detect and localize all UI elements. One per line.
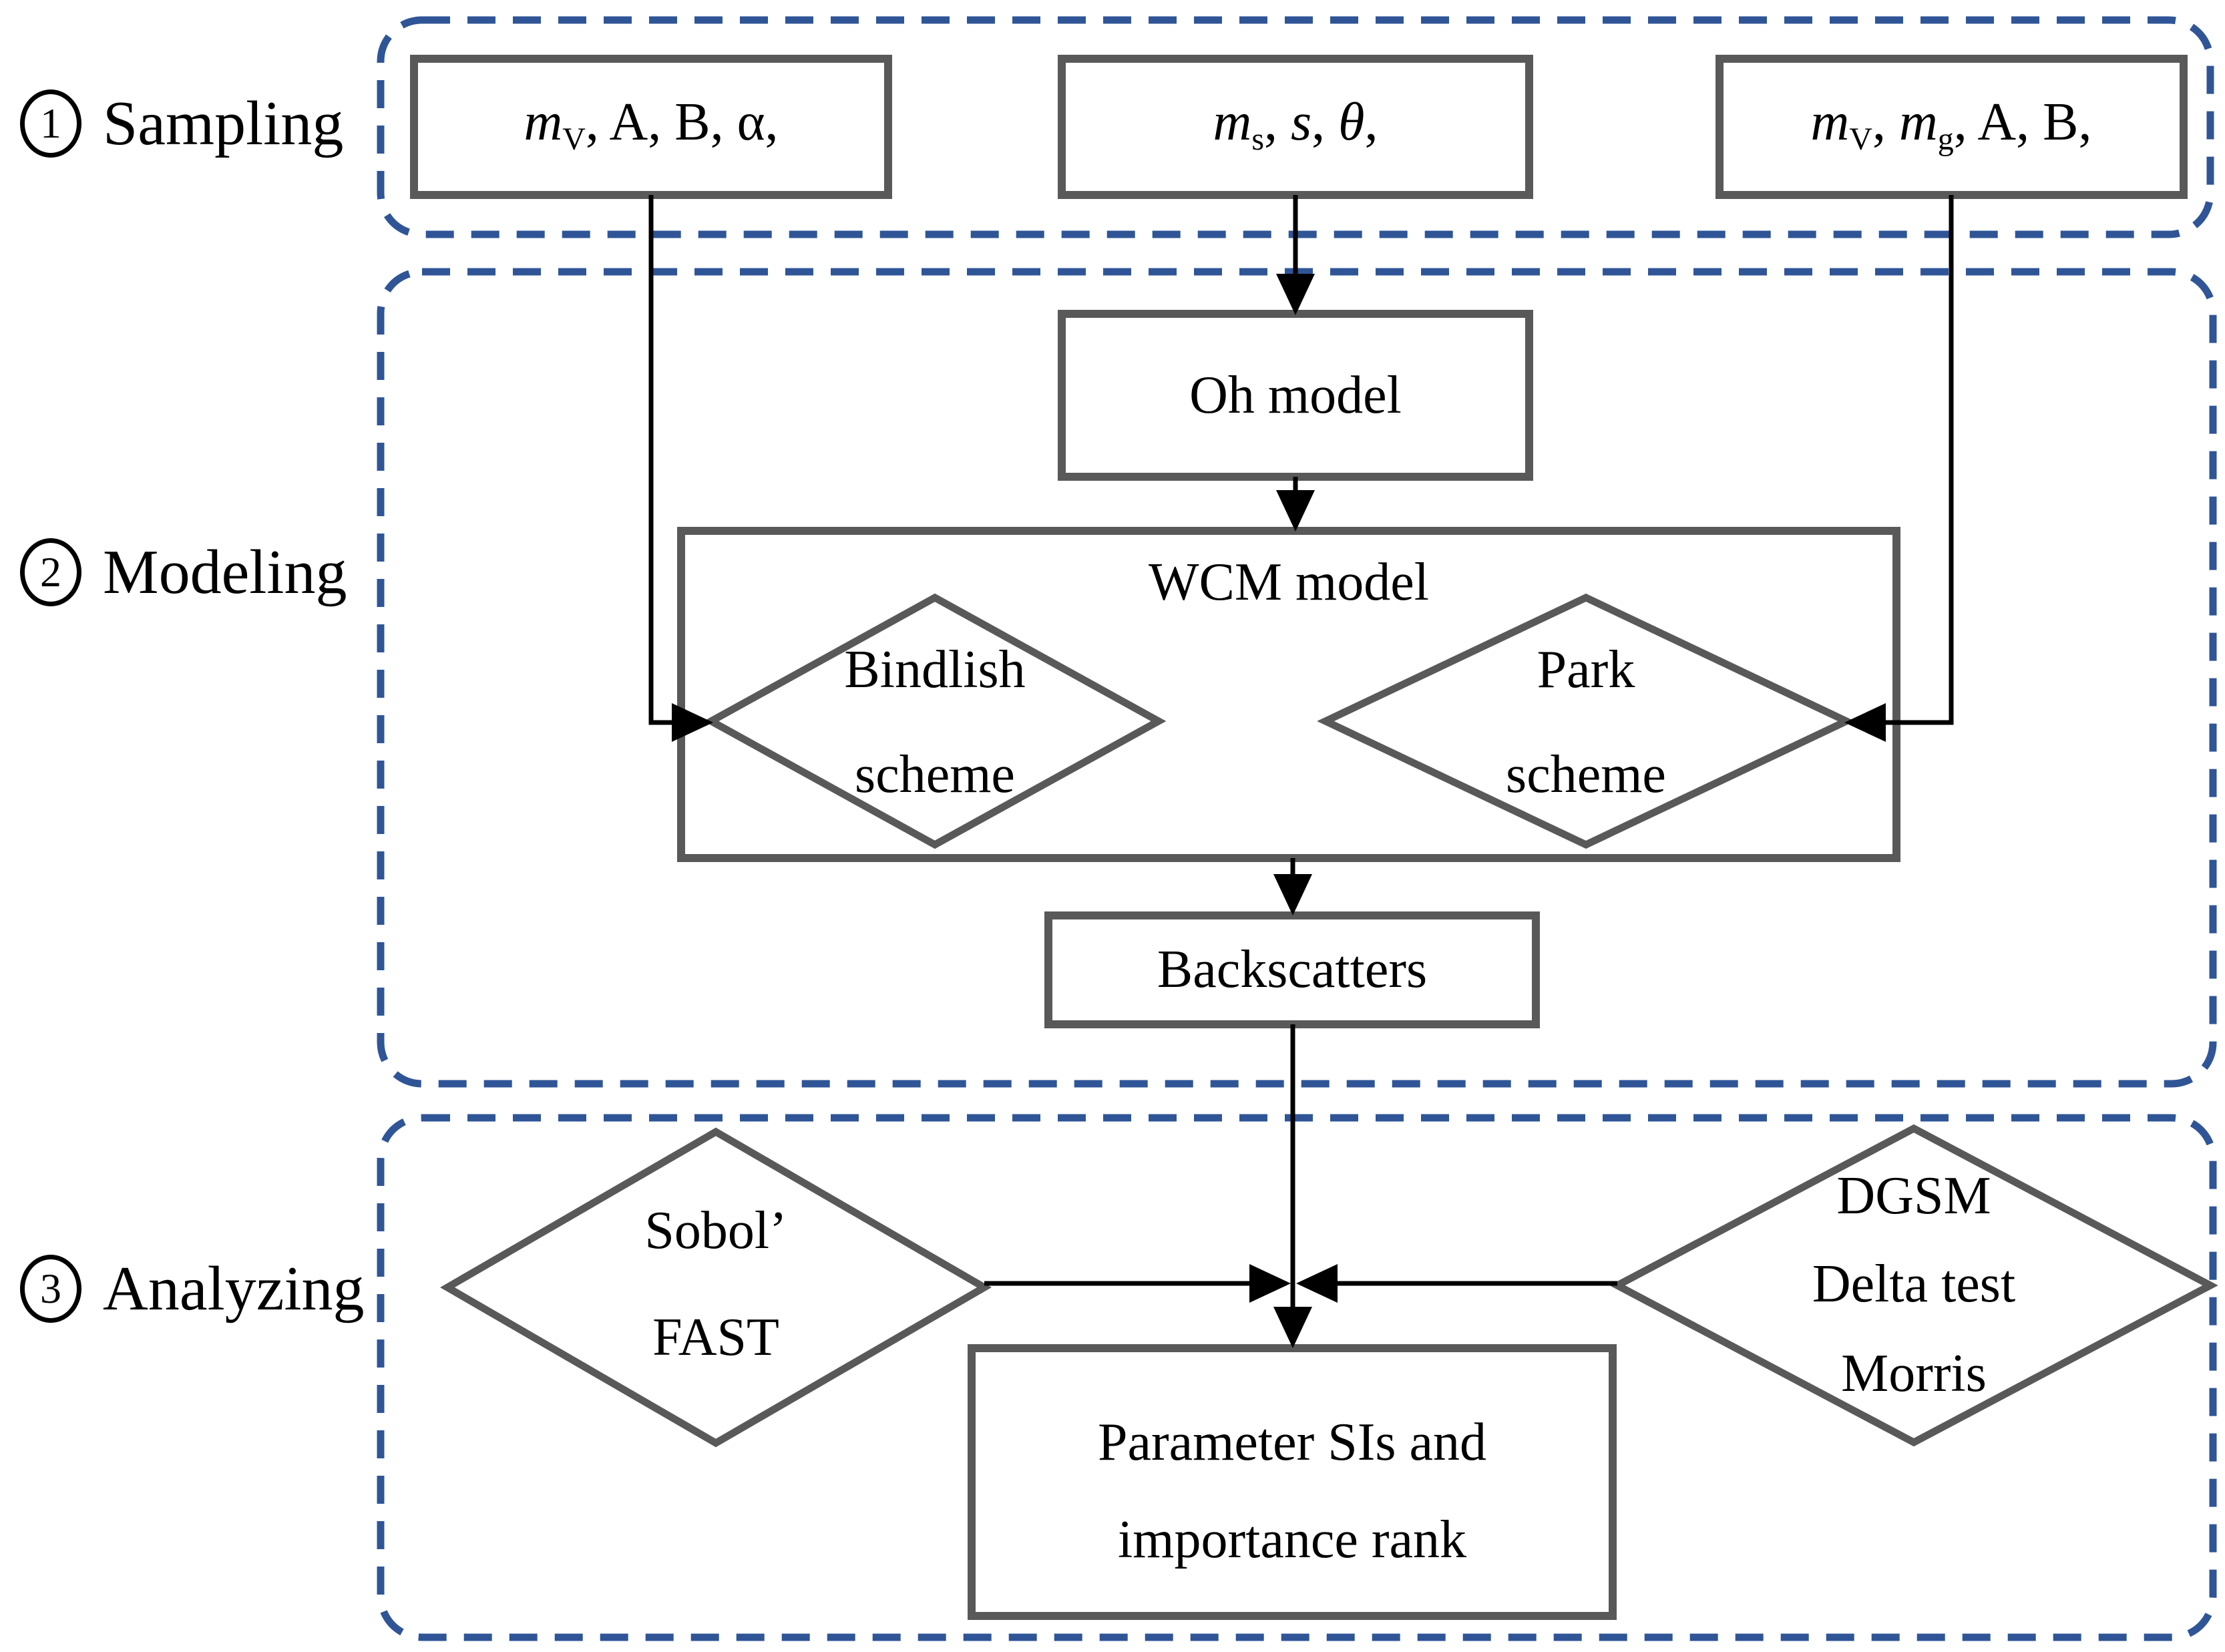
arrowhead-junction-left: [1249, 1264, 1291, 1303]
stage-label-modeling: 2 Modeling: [20, 536, 347, 608]
sobol-diamond: [440, 1127, 992, 1448]
stage-number-circle-3: 3: [20, 1255, 81, 1323]
param-box-1-label: mV, A, B, α,: [524, 92, 779, 158]
park-label-line-2: scheme: [1506, 745, 1666, 804]
stage-label-text-analyzing: Analyzing: [103, 1254, 365, 1323]
arrowhead-result-top: [1273, 1307, 1312, 1348]
backscatters-label: Backscatters: [1157, 940, 1428, 999]
dgsm-label-line-1: DGSM: [1836, 1167, 1991, 1225]
sobol-label-line-1: Sobol’: [644, 1201, 787, 1260]
arrowhead-backscatters-top: [1273, 874, 1312, 915]
analyzing-container: [377, 1114, 2217, 1641]
park-label-line-1: Park: [1537, 640, 1635, 699]
result-label-line-1: Parameter SIs and: [1097, 1413, 1487, 1472]
arrowhead-park-right: [1844, 703, 1886, 742]
arrowhead-bindlish-left: [672, 703, 713, 742]
param-box-2-label: ms, s, θ,: [1213, 92, 1378, 158]
oh-model-box: [1058, 310, 1533, 481]
dgsm-diamond: [1609, 1124, 2218, 1447]
stage-number-2: 2: [40, 548, 61, 596]
stage-number-circle-1: 1: [20, 89, 81, 158]
stage-label-sampling: 1 Sampling: [20, 87, 343, 160]
dgsm-label-line-2: Delta test: [1812, 1255, 2016, 1313]
dgsm-label-line-3: Morris: [1841, 1344, 1987, 1403]
bindlish-diamond: [703, 593, 1167, 849]
bindlish-label-line-1: Bindlish: [844, 640, 1026, 699]
stage-number-3: 3: [40, 1265, 61, 1312]
oh-model-label: Oh model: [1189, 366, 1402, 425]
stage-label-text-sampling: Sampling: [103, 89, 344, 158]
result-box: [968, 1344, 1617, 1620]
connector-box1-to-bindlish: [648, 195, 674, 725]
backscatters-box: [1044, 911, 1540, 1028]
wcm-model-label: WCM model: [1149, 553, 1429, 612]
stage-label-text-modeling: Modeling: [103, 538, 347, 607]
arrowhead-junction-right: [1296, 1264, 1338, 1303]
result-label-line-2: importance rank: [1118, 1510, 1466, 1569]
arrowhead-oh-top: [1276, 274, 1315, 315]
bindlish-label-line-2: scheme: [855, 745, 1015, 804]
arrowhead-wcm-top: [1276, 490, 1315, 532]
stage-label-analyzing: 3 Analyzing: [20, 1253, 365, 1325]
connector-box3-to-park: [1884, 195, 1954, 725]
param-box-3-label: mV, mg, A, B,: [1810, 92, 2092, 158]
param-box-1: [410, 55, 892, 199]
param-box-3: [1715, 55, 2188, 199]
stage-number-1: 1: [40, 99, 61, 147]
sobol-label-line-2: FAST: [652, 1308, 779, 1367]
stage-number-circle-2: 2: [20, 538, 81, 606]
park-diamond: [1317, 593, 1855, 849]
